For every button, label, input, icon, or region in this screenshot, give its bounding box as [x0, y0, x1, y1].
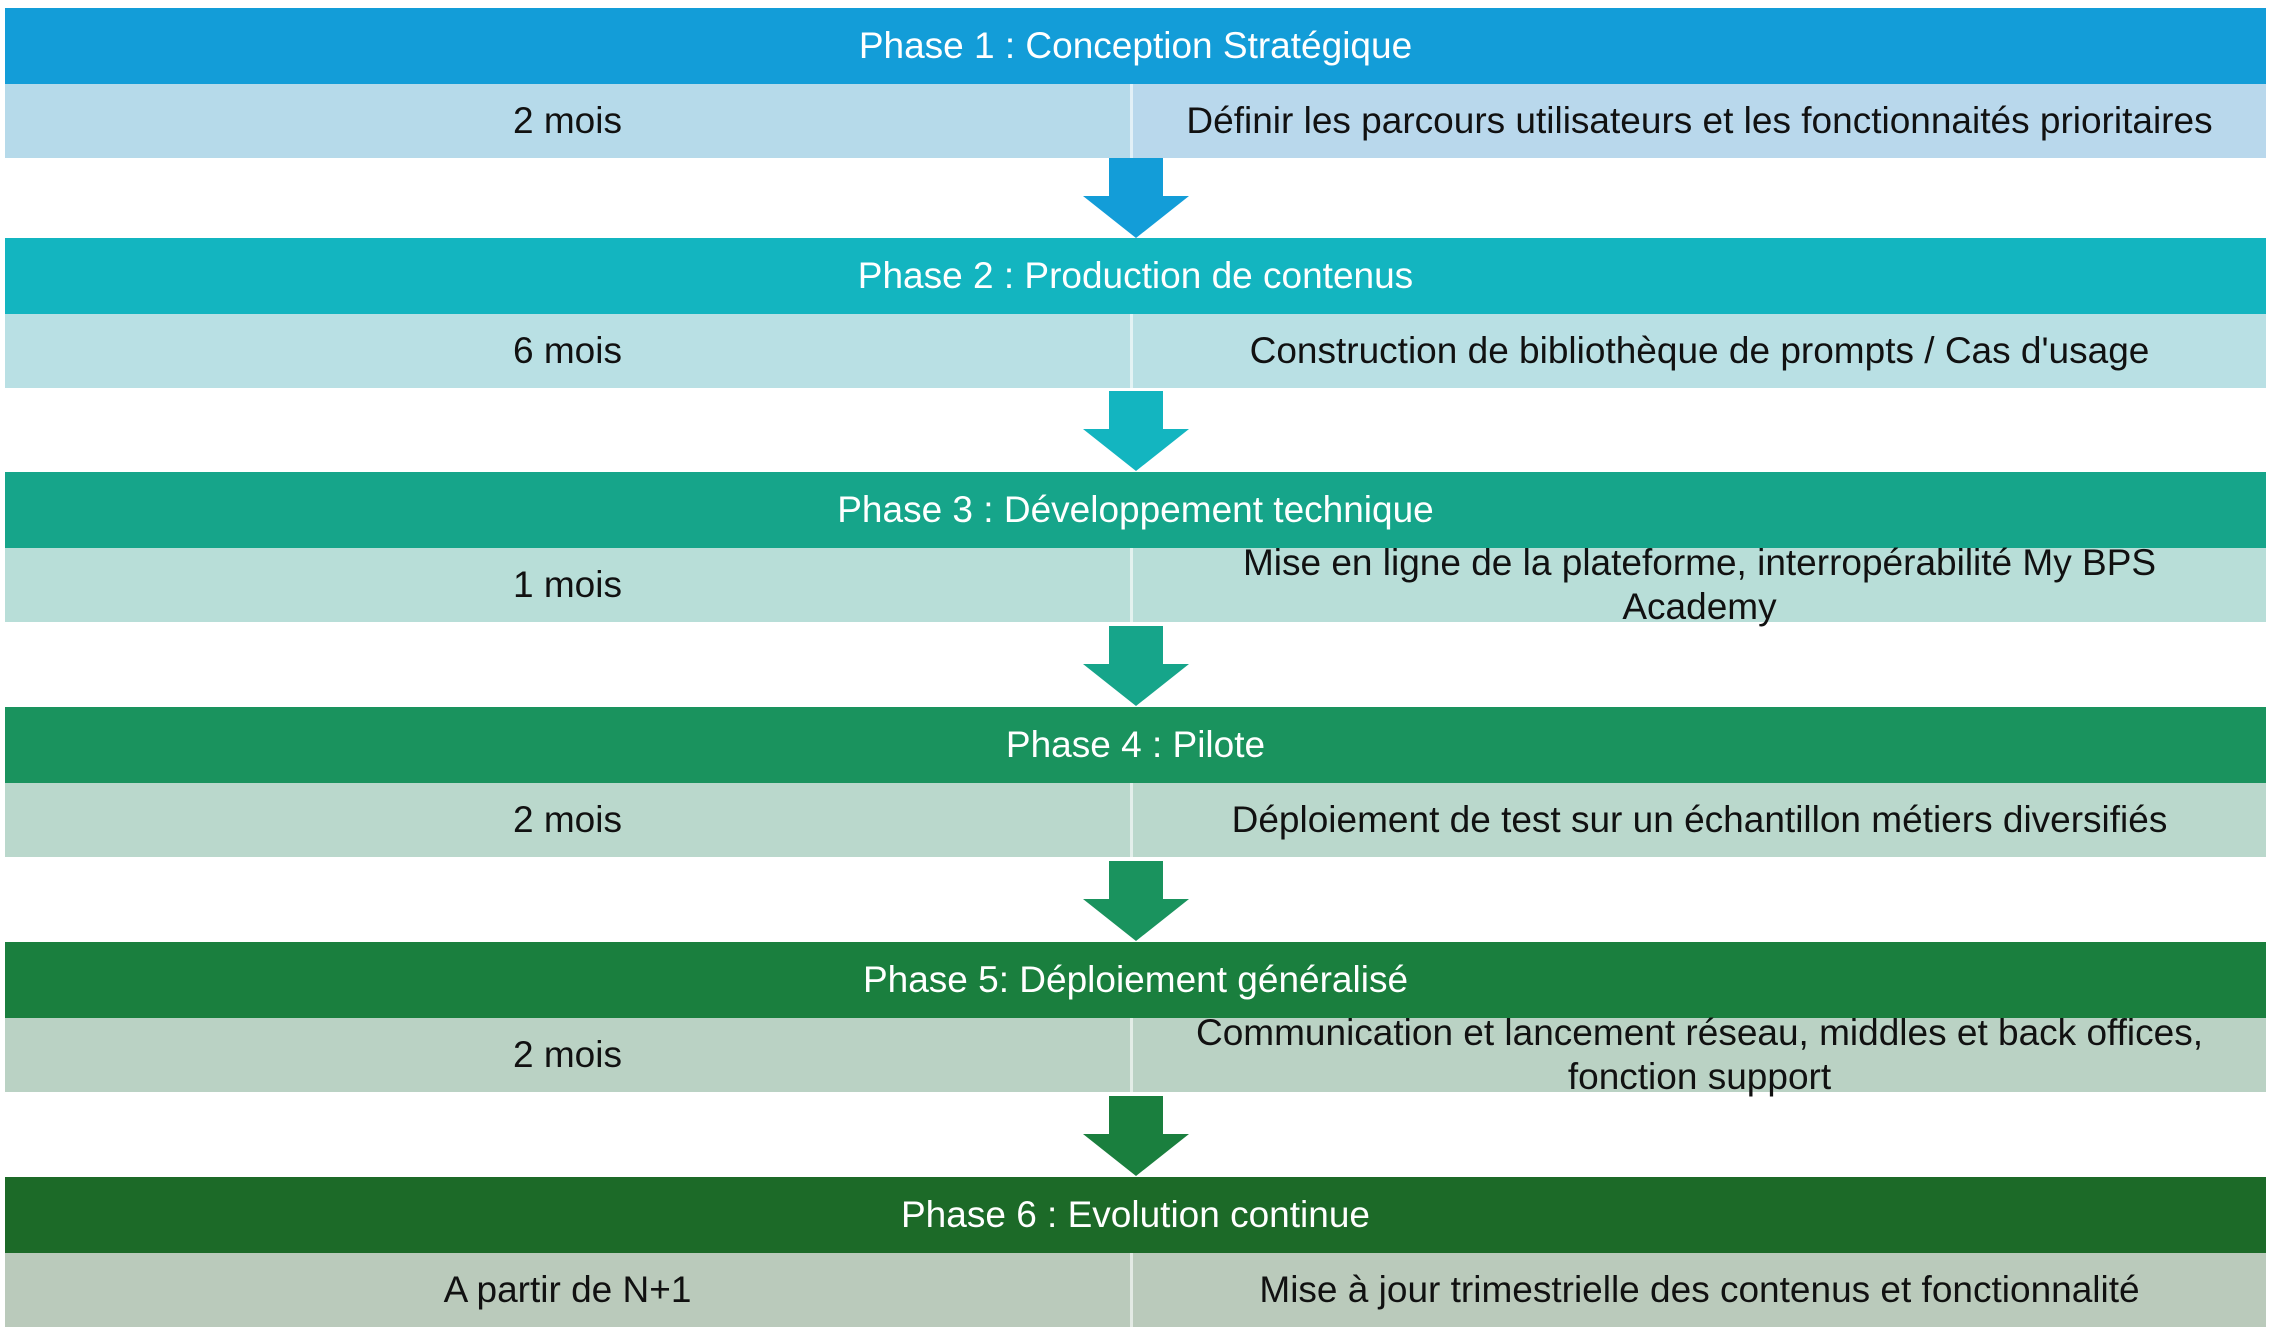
phase-4-description: Déploiement de test sur un échantillon m…: [1231, 799, 2168, 840]
phase-1: Phase 1 : Conception Stratégique 2 mois …: [5, 8, 2266, 158]
phase-6-description-cell: Mise à jour trimestrielle des contenus e…: [1133, 1253, 2266, 1327]
phase-1-title: Phase 1 : Conception Stratégique: [858, 25, 1413, 66]
phase-2-description: Construction de bibliothèque de prompts …: [1249, 330, 2150, 371]
arrow-4-5: [1083, 861, 1189, 941]
phase-3-header: Phase 3 : Développement technique: [5, 472, 2266, 548]
phase-1-row: 2 mois Définir les parcours utilisateurs…: [5, 84, 2266, 158]
phase-1-description: Définir les parcours utilisateurs et les…: [1186, 100, 2213, 141]
phase-6-header: Phase 6 : Evolution continue: [5, 1177, 2266, 1253]
phase-4: Phase 4 : Pilote 2 mois Déploiement de t…: [5, 707, 2266, 857]
arrow-down-icon: [1083, 861, 1189, 941]
phase-5-duration-cell: 2 mois: [5, 1018, 1133, 1092]
arrow-5-6: [1083, 1096, 1189, 1176]
phase-4-duration-cell: 2 mois: [5, 783, 1133, 857]
phase-2-duration: 6 mois: [513, 330, 622, 371]
phase-3-description-cell: Mise en ligne de la plateforme, interrop…: [1133, 542, 2266, 627]
phase-1-duration: 2 mois: [513, 100, 622, 141]
phase-4-duration: 2 mois: [513, 799, 622, 840]
phase-1-duration-cell: 2 mois: [5, 84, 1133, 158]
phase-5-duration: 2 mois: [513, 1034, 622, 1075]
arrow-down-icon: [1083, 626, 1189, 706]
arrow-2-3: [1083, 391, 1189, 471]
arrow-3-4: [1083, 626, 1189, 706]
phase-6-title: Phase 6 : Evolution continue: [901, 1194, 1370, 1235]
phase-5-row: 2 mois Communication et lancement réseau…: [5, 1012, 2266, 1097]
phase-4-description-cell: Déploiement de test sur un échantillon m…: [1133, 783, 2266, 857]
phase-6-duration-cell: A partir de N+1: [5, 1253, 1133, 1327]
arrow-down-icon: [1083, 391, 1189, 471]
phase-6-row: A partir de N+1 Mise à jour trimestriell…: [5, 1253, 2266, 1327]
phase-5-description: Communication et lancement réseau, middl…: [1195, 1012, 2204, 1097]
phase-2-row: 6 mois Construction de bibliothèque de p…: [5, 314, 2266, 388]
phase-5-header: Phase 5: Déploiement généralisé: [5, 942, 2266, 1018]
phase-3: Phase 3 : Développement technique 1 mois…: [5, 472, 2266, 627]
phase-3-duration-cell: 1 mois: [5, 548, 1133, 622]
phase-4-title: Phase 4 : Pilote: [1005, 724, 1266, 765]
phase-1-description-cell: Définir les parcours utilisateurs et les…: [1133, 84, 2266, 158]
phase-2-duration-cell: 6 mois: [5, 314, 1133, 388]
arrow-1-2: [1083, 158, 1189, 238]
phase-3-title: Phase 3 : Développement technique: [837, 489, 1434, 530]
phase-2-header: Phase 2 : Production de contenus: [5, 238, 2266, 314]
phase-3-duration: 1 mois: [513, 564, 622, 605]
phase-5-description-cell: Communication et lancement réseau, middl…: [1133, 1012, 2266, 1097]
phase-2-title: Phase 2 : Production de contenus: [857, 255, 1414, 296]
phase-3-row: 1 mois Mise en ligne de la plateforme, i…: [5, 542, 2266, 627]
arrow-down-icon: [1083, 158, 1189, 238]
phase-2: Phase 2 : Production de contenus 6 mois …: [5, 238, 2266, 388]
phase-6-description: Mise à jour trimestrielle des contenus e…: [1259, 1269, 2140, 1310]
phase-6-duration: A partir de N+1: [443, 1269, 692, 1310]
phase-5-title: Phase 5: Déploiement généralisé: [862, 959, 1409, 1000]
phase-6: Phase 6 : Evolution continue A partir de…: [5, 1177, 2266, 1327]
phase-5: Phase 5: Déploiement généralisé 2 mois C…: [5, 942, 2266, 1097]
phase-2-description-cell: Construction de bibliothèque de prompts …: [1133, 314, 2266, 388]
phase-4-row: 2 mois Déploiement de test sur un échant…: [5, 783, 2266, 857]
phase-4-header: Phase 4 : Pilote: [5, 707, 2266, 783]
phase-3-description: Mise en ligne de la plateforme, interrop…: [1242, 542, 2157, 627]
phase-1-header: Phase 1 : Conception Stratégique: [5, 8, 2266, 84]
arrow-down-icon: [1083, 1096, 1189, 1176]
